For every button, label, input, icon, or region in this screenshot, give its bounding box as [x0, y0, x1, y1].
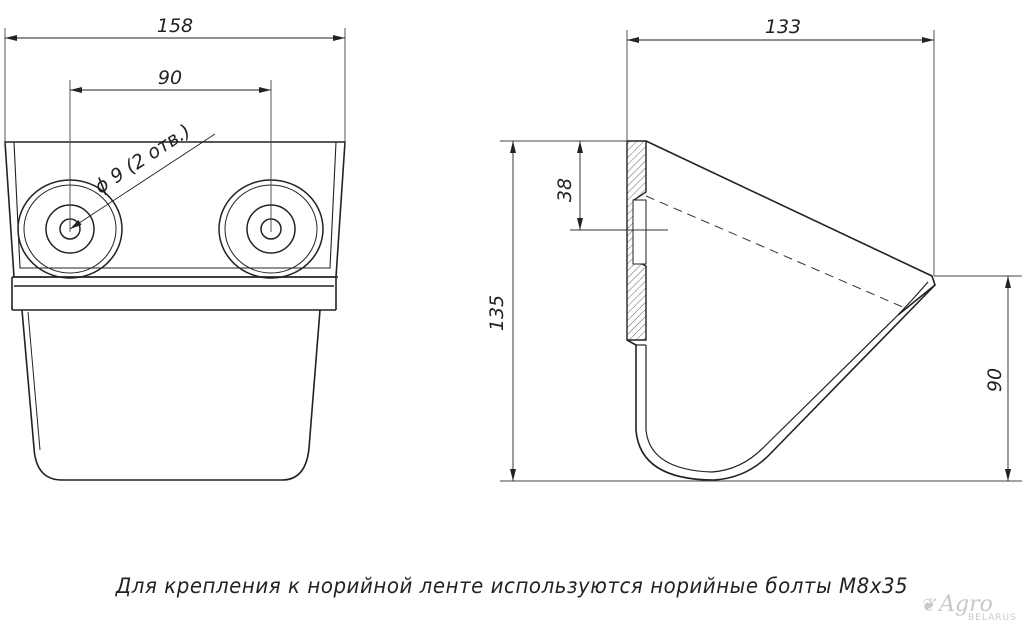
dim-hole-diameter: ϕ 9 (2 отв.): [69, 120, 216, 230]
dim-hole-height: 38: [554, 141, 583, 230]
logo-subtext: BELARUS: [968, 613, 1017, 623]
dim-90-label: 90: [158, 67, 182, 89]
logo-text: Agro: [939, 592, 993, 617]
side-view: [570, 140, 936, 481]
dim-158-label: 158: [157, 15, 193, 37]
dim-hole-label: ϕ 9 (2 отв.): [91, 120, 195, 198]
dim-135-label: 135: [486, 295, 508, 331]
dim-90-lip-label: 90: [984, 368, 1006, 392]
front-view: [4, 141, 346, 481]
dim-front-width: 158: [4, 15, 346, 145]
dim-lip-height: 90: [714, 275, 1022, 482]
mounting-note: Для крепления к норийной ленте использую…: [115, 574, 909, 598]
agro-belarus-logo: ❦Agro BELARUS: [920, 592, 1017, 623]
dim-height: 135: [486, 140, 714, 482]
dim-side-depth: 133: [626, 16, 935, 276]
dim-133-label: 133: [765, 16, 801, 38]
dim-38-label: 38: [554, 178, 576, 202]
dim-hole-spacing: 90: [69, 67, 272, 232]
leaf-icon: ❦: [920, 595, 936, 616]
